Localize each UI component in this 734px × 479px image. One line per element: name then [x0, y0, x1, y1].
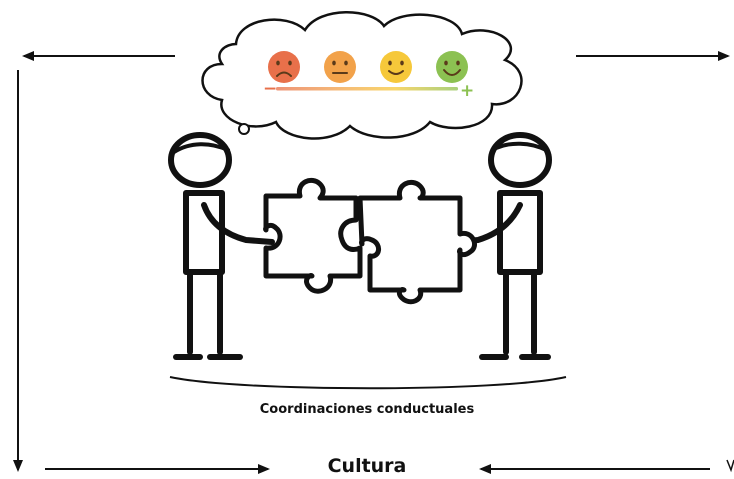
frame-arrows	[13, 51, 734, 474]
thought-cloud-icon	[201, 11, 523, 140]
happy-face-icon	[380, 51, 412, 83]
sad-face-icon	[268, 51, 300, 83]
brace-line	[169, 376, 567, 390]
neutral-face-icon	[324, 51, 356, 83]
scale-plus-symbol: +	[460, 81, 474, 101]
right-edge-fragment	[726, 459, 734, 473]
left-person-icon	[168, 132, 275, 360]
emotion-faces	[268, 51, 468, 83]
emotion-scale-bar	[276, 87, 458, 91]
puzzle-pieces-icon	[263, 178, 477, 305]
puzzle-piece-right	[357, 180, 477, 305]
puzzle-piece-left	[263, 178, 363, 294]
right-person-icon	[453, 132, 552, 360]
very-happy-face-icon	[436, 51, 468, 83]
scale-minus-symbol: −	[263, 79, 277, 99]
culture-label: Cultura	[327, 455, 407, 477]
behavior-coordination-label: Coordinaciones conductuales	[259, 402, 475, 417]
thought-bubble-small	[238, 123, 250, 135]
